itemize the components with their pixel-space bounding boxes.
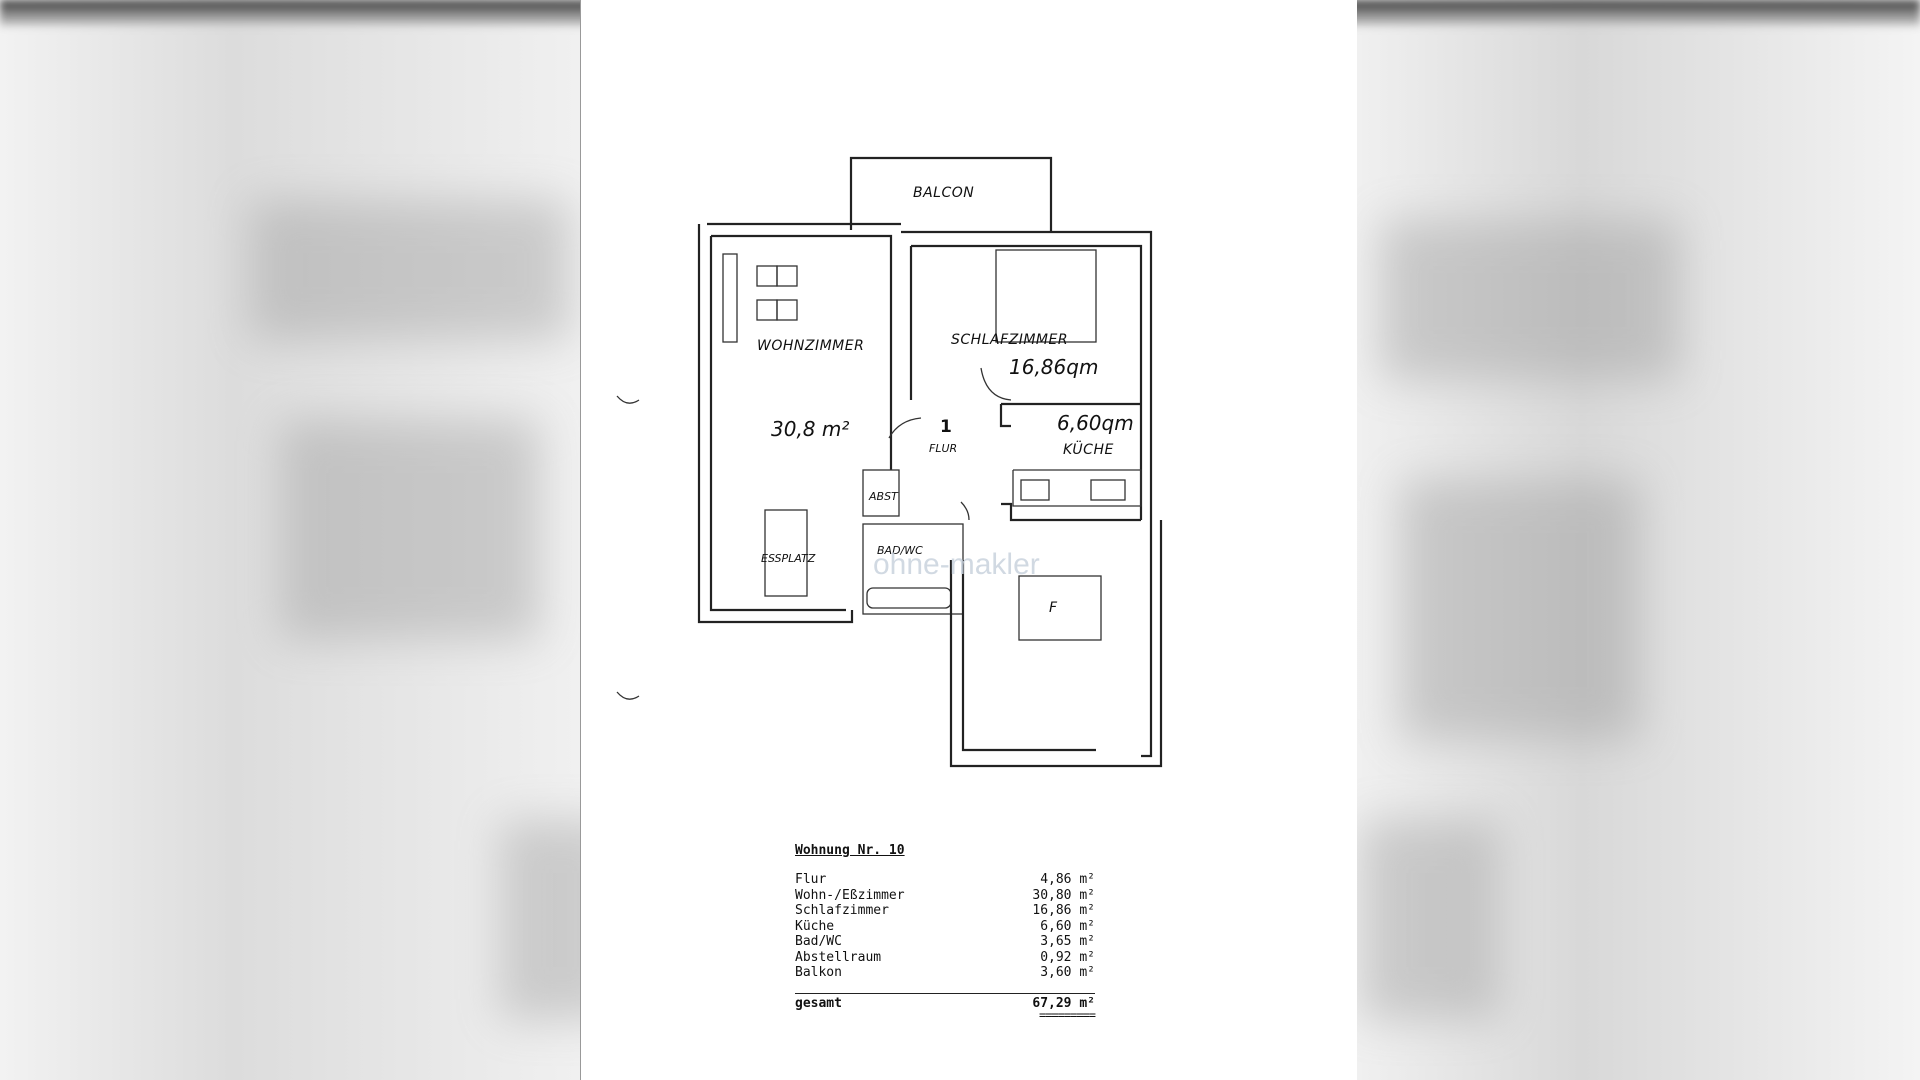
wall xyxy=(961,560,1096,752)
wall xyxy=(911,244,1143,520)
storage-room xyxy=(862,469,900,517)
stove-icon xyxy=(1020,479,1050,501)
bathtub-icon xyxy=(866,587,952,609)
room-area: 30,80 m² xyxy=(1032,887,1095,903)
kitchen-label: KÜCHE xyxy=(1063,440,1114,458)
area-row: Wohn-/Eßzimmer 30,80 m² xyxy=(795,888,1095,904)
total-label: gesamt xyxy=(795,995,842,1011)
room-label: Schlafzimmer xyxy=(795,903,889,918)
dining-table-icon xyxy=(764,509,808,597)
area-row: Balkon 3,60 m² xyxy=(795,965,1095,981)
bed-icon xyxy=(995,249,1097,343)
storage-label: ABST xyxy=(868,490,899,503)
wall xyxy=(1001,502,1141,522)
room-area: 4,86 m² xyxy=(1040,872,1095,887)
chair-icon xyxy=(776,265,798,287)
furniture-icon xyxy=(1018,575,1102,641)
wall xyxy=(697,224,854,624)
area-row: Küche 6,60 m² xyxy=(795,919,1095,935)
bath-label: BAD/WC xyxy=(877,544,923,557)
background-blur-blob xyxy=(280,420,540,640)
door-swing xyxy=(888,417,922,439)
dining-label: ESSPLATZ xyxy=(761,552,816,565)
bedroom-label: SCHLAFZIMMER xyxy=(951,332,1068,348)
area-row: Flur 4,86 m² xyxy=(795,872,1095,888)
watermark: ohne-makler xyxy=(873,548,1040,581)
room-label: Wohn-/Eßzimmer xyxy=(795,887,905,903)
room-label: Bad/WC xyxy=(795,934,842,949)
living-area-label: 30,8 m² xyxy=(771,417,849,441)
wall xyxy=(999,404,1011,428)
sink-icon xyxy=(1090,479,1126,501)
background-blur-blob xyxy=(1380,220,1680,380)
kitchen-counter xyxy=(1012,469,1142,507)
door-swing xyxy=(980,367,1012,401)
room-label: Flur xyxy=(795,872,827,887)
balcony-wall xyxy=(849,156,1053,232)
area-row: Schlafzimmer 16,86 m² xyxy=(795,903,1095,919)
room-label: Küche xyxy=(795,918,835,934)
bedroom-area-label: 16,86qm xyxy=(1009,355,1098,379)
total-value: 67,29 m² xyxy=(1032,995,1095,1011)
apartment-title: Wohnung Nr. 10 xyxy=(795,843,905,858)
wall xyxy=(709,236,846,612)
background-blur-blob xyxy=(1360,820,1500,1020)
door-swing xyxy=(960,501,970,521)
room-label: Abstellraum xyxy=(795,949,882,965)
punch-mark xyxy=(616,691,640,700)
floor-plan-document: BALCON WOHNZIMMER 30,8 m² ESSPLATZ SCHLA… xyxy=(580,0,1357,1080)
room-area: 6,60 m² xyxy=(1040,918,1095,934)
hall-number: 1 xyxy=(940,417,952,437)
balcony-label: BALCON xyxy=(913,185,974,201)
kitchen-area-label: 6,60qm xyxy=(1057,411,1134,435)
area-row: Bad/WC 3,65 m² xyxy=(795,934,1095,950)
room-area: 3,65 m² xyxy=(1040,934,1095,949)
room-area: 0,92 m² xyxy=(1040,949,1095,965)
living-room-label: WOHNZIMMER xyxy=(757,338,864,354)
sofa-icon xyxy=(722,253,738,343)
background-left xyxy=(0,0,580,1080)
room-area: 16,86 m² xyxy=(1032,903,1095,918)
wall xyxy=(1141,540,1153,758)
area-row: Abstellraum 0,92 m² xyxy=(795,950,1095,966)
double-rule: ========= xyxy=(1038,1008,1096,1022)
background-blur-blob xyxy=(1400,480,1640,740)
total-row: gesamt 67,29 m² xyxy=(795,992,1095,1012)
room-label: Balkon xyxy=(795,965,842,980)
floor-plan-drawing: BALCON WOHNZIMMER 30,8 m² ESSPLATZ SCHLA… xyxy=(616,156,1163,768)
chair-icon xyxy=(756,265,778,287)
punch-mark xyxy=(616,395,640,404)
wall xyxy=(901,230,1153,540)
wall xyxy=(949,520,1163,768)
hall-label: FLUR xyxy=(929,442,957,455)
chair-icon xyxy=(756,299,778,321)
wall xyxy=(711,234,893,470)
background-blur-blob xyxy=(250,200,570,340)
f-label: F xyxy=(1049,600,1058,616)
background-right xyxy=(1356,0,1920,1080)
chair-icon xyxy=(776,299,798,321)
room-area: 3,60 m² xyxy=(1040,965,1095,980)
